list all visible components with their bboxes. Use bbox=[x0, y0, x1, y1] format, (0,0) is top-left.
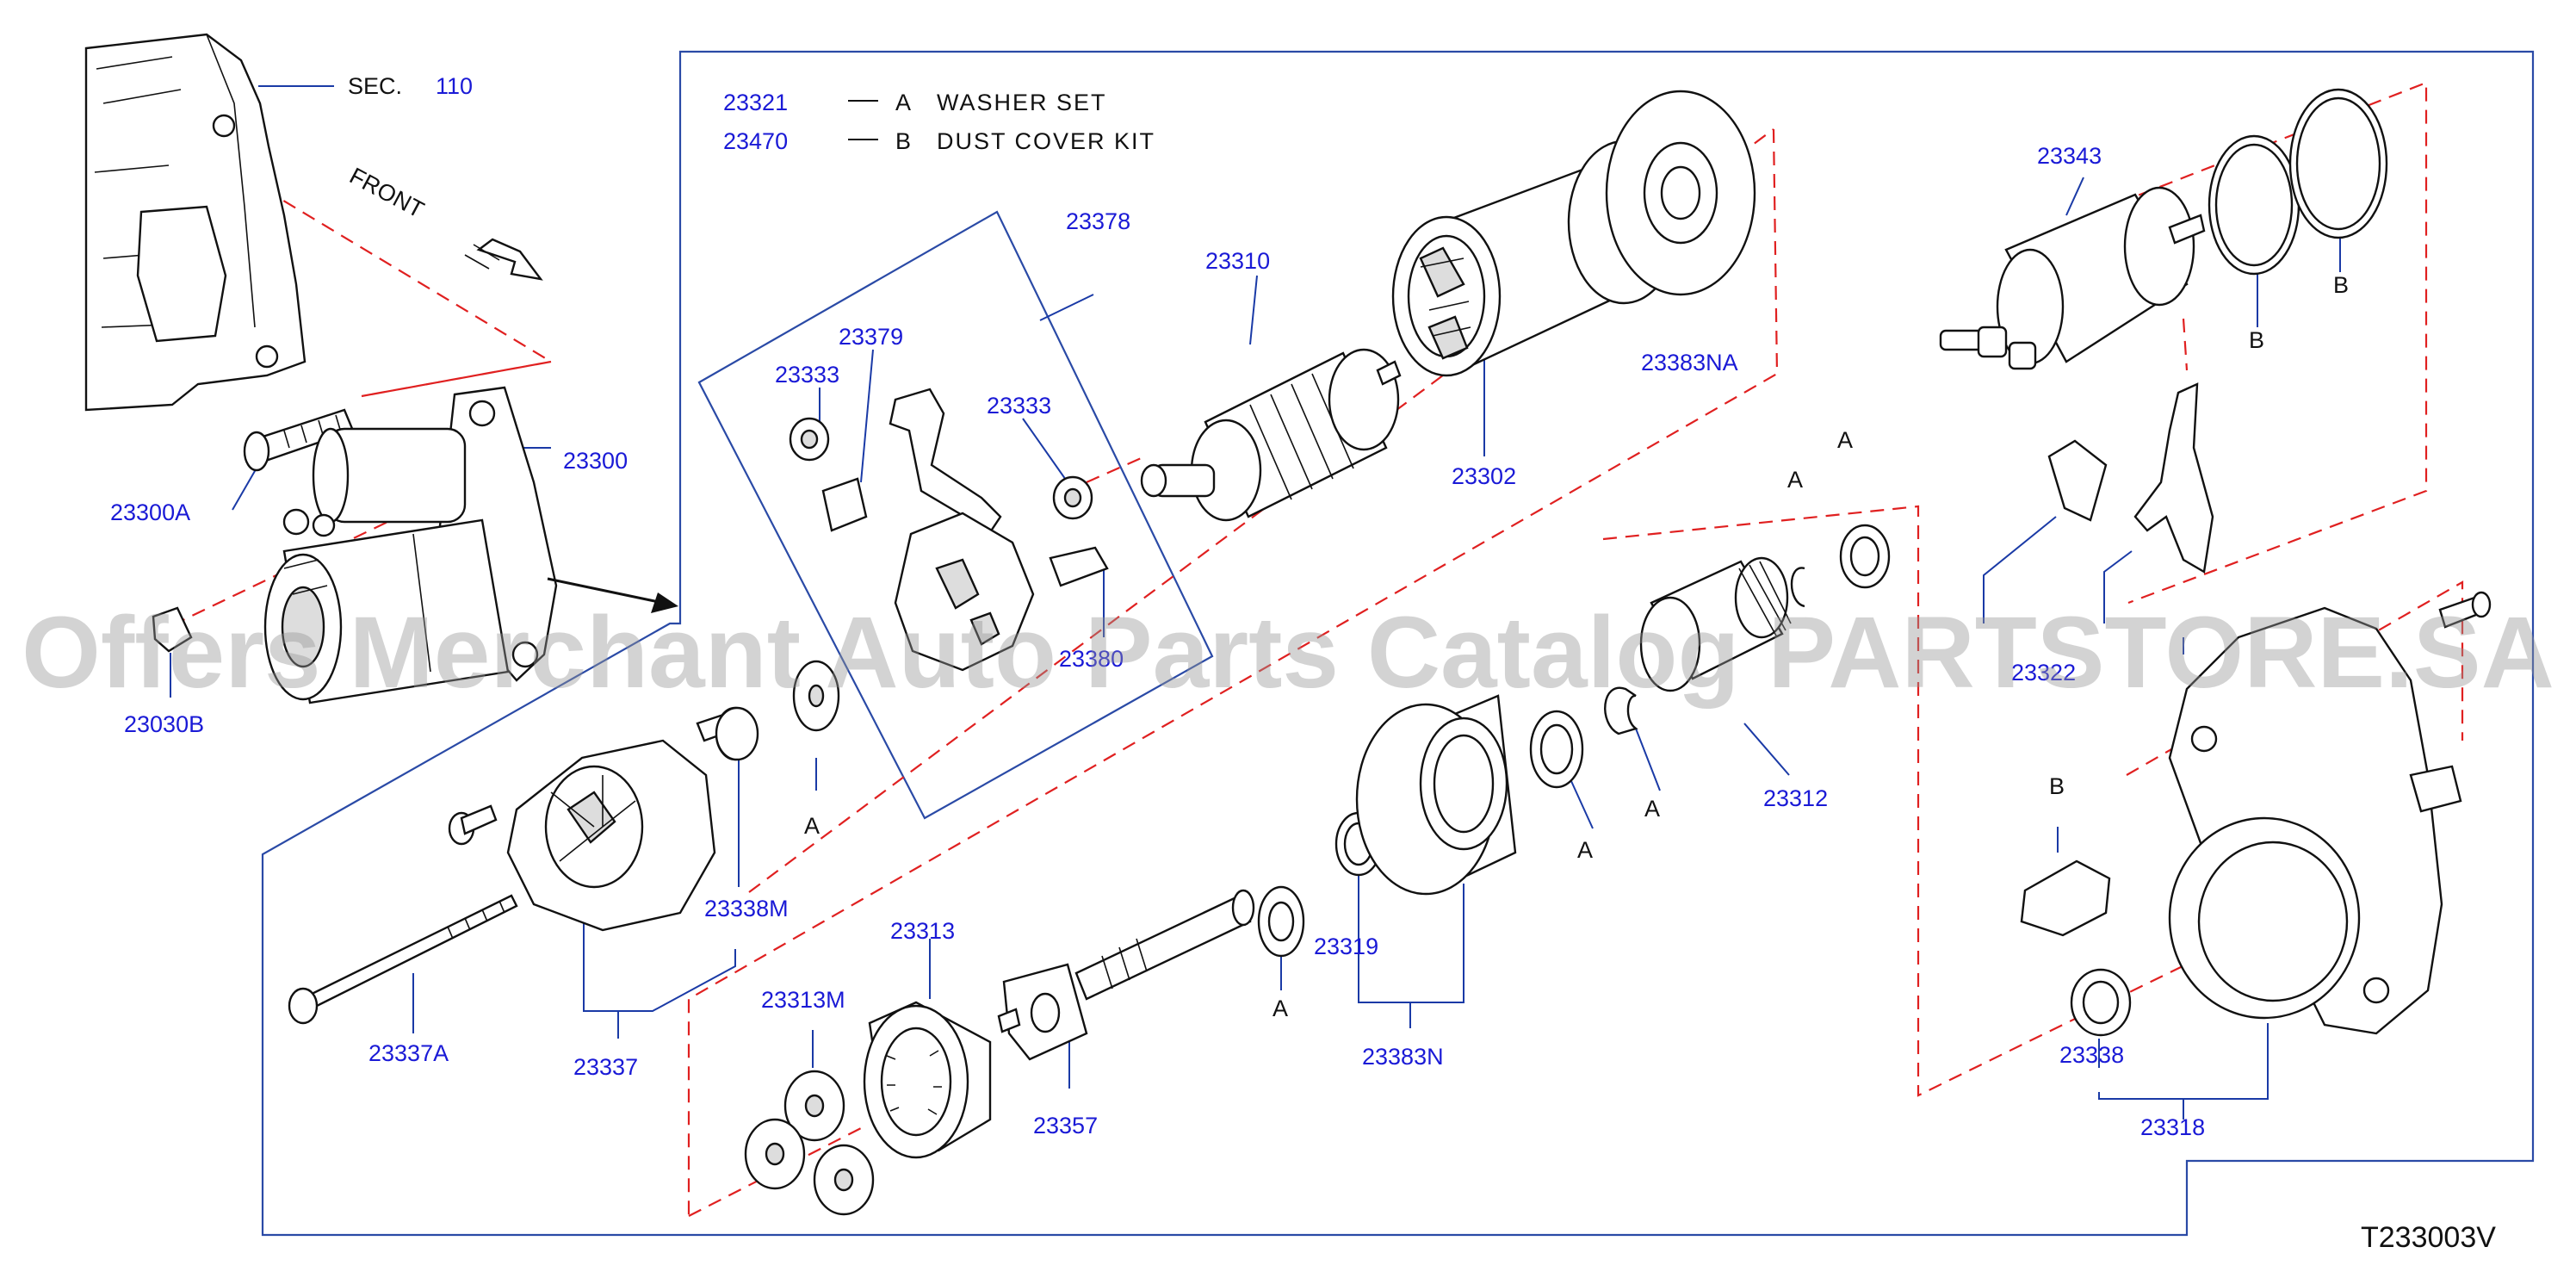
callout-a-washer-4: A bbox=[1644, 796, 1660, 822]
callout-b-gasket-2: B bbox=[2333, 272, 2349, 298]
dust-cover-b-illustration bbox=[2020, 859, 2111, 937]
shaft-illustration bbox=[997, 889, 1255, 1061]
part-label-23383n[interactable]: 23383N bbox=[1362, 1044, 1444, 1070]
part-label-23318[interactable]: 23318 bbox=[2140, 1114, 2205, 1140]
dust-cover-23383na-illustration bbox=[1605, 90, 1756, 296]
callout-a-washer-2: A bbox=[1837, 427, 1853, 453]
callout-a-washer-5: A bbox=[1577, 837, 1593, 863]
part-label-23357[interactable]: 23357 bbox=[1033, 1113, 1098, 1138]
part-label-23333-left[interactable]: 23333 bbox=[775, 362, 839, 388]
part-label-23379[interactable]: 23379 bbox=[839, 324, 903, 350]
spring-clip-illustration bbox=[2047, 382, 2214, 574]
starter-assembly-illustration bbox=[263, 386, 558, 704]
legend-text-b: DUST COVER KIT bbox=[937, 128, 1155, 154]
part-label-23383na[interactable]: 23383NA bbox=[1641, 350, 1738, 375]
gasket-illustrations bbox=[2208, 88, 2388, 276]
part-label-23378[interactable]: 23378 bbox=[1066, 208, 1130, 234]
solenoid-illustration bbox=[1939, 186, 2206, 370]
callout-b-gasket-1: B bbox=[2249, 327, 2264, 353]
part-label-23380[interactable]: 23380 bbox=[1059, 646, 1124, 672]
pinion-clutch-illustration bbox=[1639, 556, 1792, 692]
bushing-23338-illustration bbox=[2070, 968, 2132, 1037]
clip-23030b-illustration bbox=[152, 606, 193, 653]
labels: SEC. 110 FRONT 23321 A WASHER SET 23470 … bbox=[110, 73, 2349, 1140]
part-label-23333-right[interactable]: 23333 bbox=[987, 393, 1051, 419]
engine-block-illustration bbox=[84, 33, 307, 412]
internal-gear-illustration bbox=[863, 1001, 992, 1159]
brush-holder-illustration bbox=[789, 388, 1109, 672]
assembly-arrow-icon bbox=[547, 577, 678, 613]
rear-cover-illustration bbox=[448, 713, 730, 932]
gear-housing-illustration bbox=[1355, 694, 1517, 896]
legend-letter-a: A bbox=[895, 90, 913, 115]
part-label-23319[interactable]: 23319 bbox=[1314, 934, 1378, 959]
front-direction-label: FRONT bbox=[345, 163, 428, 223]
part-label-23343[interactable]: 23343 bbox=[2037, 143, 2102, 169]
part-label-23337a[interactable]: 23337A bbox=[368, 1040, 449, 1066]
part-label-23313m[interactable]: 23313M bbox=[761, 987, 845, 1013]
front-housing-illustration bbox=[2168, 591, 2492, 1035]
section-number[interactable]: 110 bbox=[436, 73, 473, 99]
part-label-23302[interactable]: 23302 bbox=[1452, 463, 1516, 489]
part-label-23338m[interactable]: 23338M bbox=[704, 896, 789, 921]
part-label-23337[interactable]: 23337 bbox=[573, 1054, 638, 1080]
callout-a-washer-3: A bbox=[804, 813, 820, 839]
callout-b-dust-cover: B bbox=[2049, 773, 2065, 799]
leader-lines bbox=[170, 85, 2341, 1120]
part-label-23313[interactable]: 23313 bbox=[890, 918, 955, 944]
callout-a-washer-1: A bbox=[1787, 467, 1803, 493]
callout-a-washer-6: A bbox=[1273, 996, 1288, 1021]
part-label-23300[interactable]: 23300 bbox=[563, 448, 628, 474]
part-label-23310[interactable]: 23310 bbox=[1205, 248, 1270, 274]
part-label-23300a[interactable]: 23300A bbox=[110, 499, 190, 525]
part-label-23338[interactable]: 23338 bbox=[2059, 1042, 2124, 1068]
through-bolt-illustration bbox=[288, 894, 518, 1025]
diagram-code: T233003V bbox=[2361, 1221, 2496, 1254]
legend-letter-b: B bbox=[895, 128, 913, 154]
part-label-23312[interactable]: 23312 bbox=[1763, 785, 1828, 811]
brush-frame bbox=[697, 210, 1214, 820]
legend-part-a[interactable]: 23321 bbox=[723, 90, 788, 115]
armature-illustration bbox=[1140, 348, 1402, 522]
part-label-23030b[interactable]: 23030B bbox=[124, 711, 204, 737]
legend-text-a: WASHER SET bbox=[937, 90, 1107, 115]
part-label-23322[interactable]: 23322 bbox=[2011, 660, 2076, 686]
section-prefix: SEC. bbox=[348, 73, 402, 99]
main-frame bbox=[261, 50, 2535, 1237]
bearing-23338m-illustration bbox=[715, 706, 759, 761]
front-arrow-icon bbox=[464, 238, 543, 281]
legend-part-b[interactable]: 23470 bbox=[723, 128, 788, 154]
planetary-gears-illustration bbox=[744, 1070, 875, 1216]
